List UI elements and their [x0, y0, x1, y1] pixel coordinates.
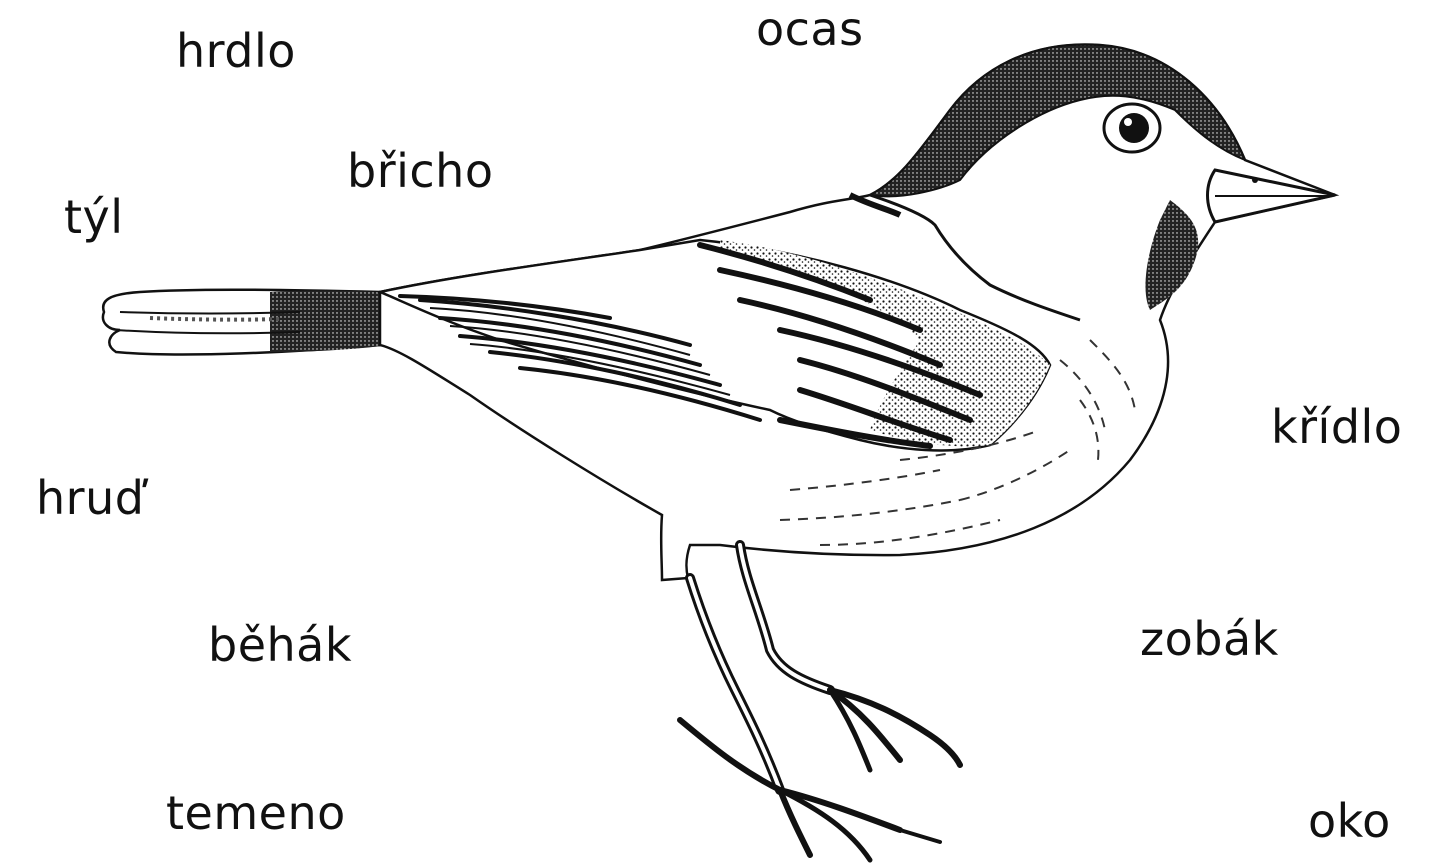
- label-tyl: týl: [64, 194, 124, 240]
- eye-drawing: [1104, 104, 1160, 152]
- label-temeno: temeno: [166, 790, 346, 836]
- label-ocas: ocas: [756, 6, 864, 52]
- label-zobak: zobák: [1140, 616, 1279, 662]
- label-kridlo: křídlo: [1271, 404, 1402, 450]
- tail-drawing: [103, 290, 390, 355]
- label-hrdlo: hrdlo: [176, 28, 296, 74]
- label-oko: oko: [1308, 798, 1391, 844]
- label-bricho: břicho: [347, 148, 493, 194]
- label-hrud: hruď: [36, 475, 144, 521]
- label-behak: běhák: [208, 622, 352, 668]
- legs-drawing: [680, 545, 960, 860]
